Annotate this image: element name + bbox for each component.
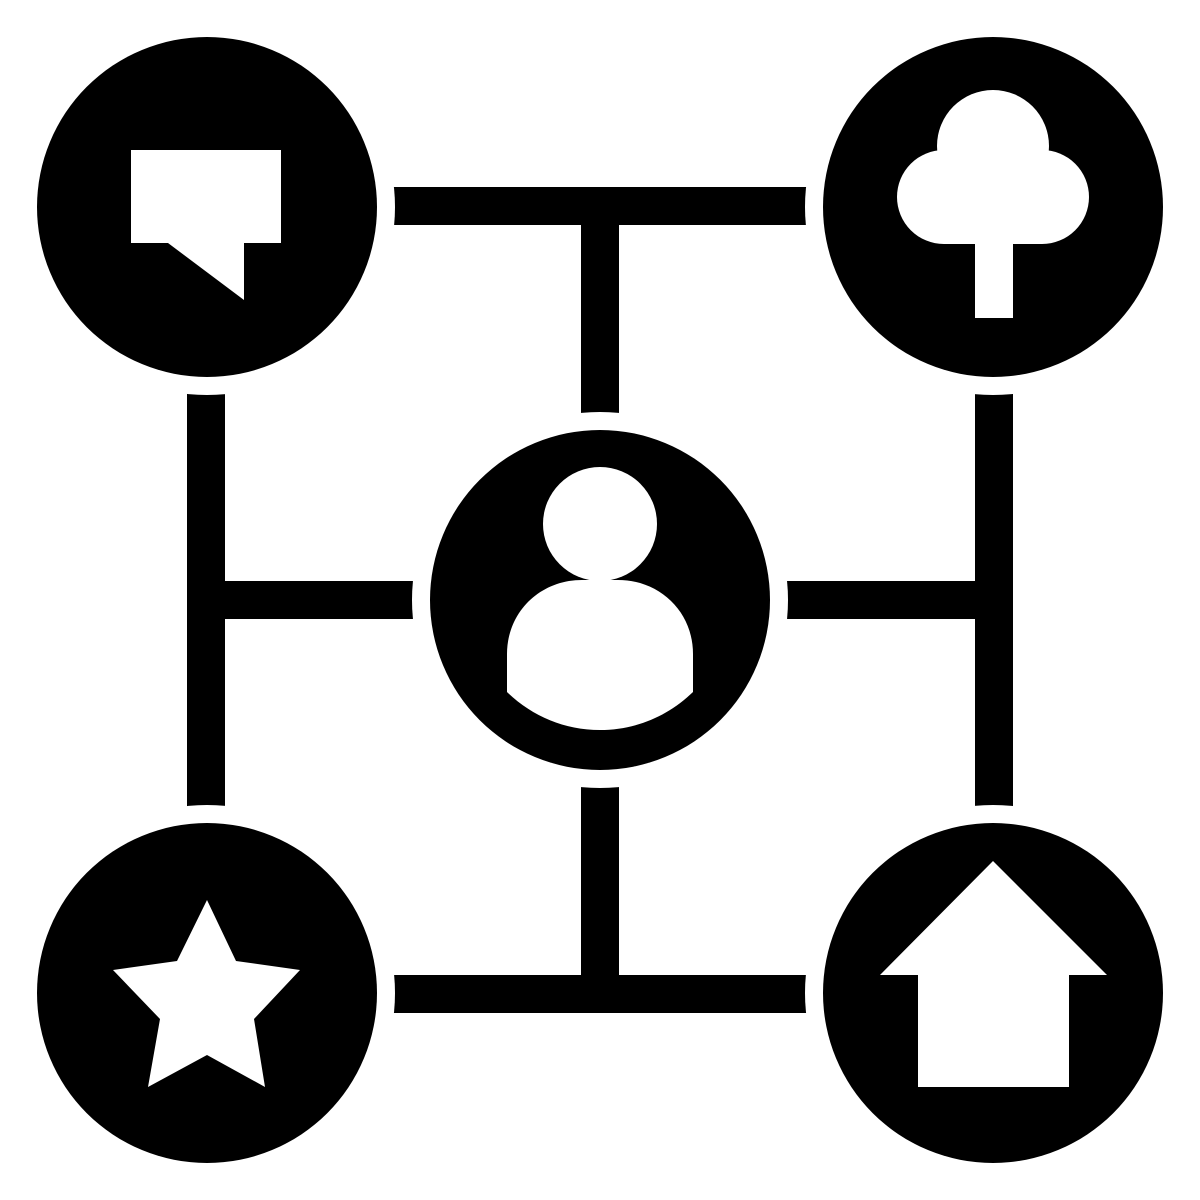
- home-icon: [880, 861, 1107, 1087]
- node-user: [430, 430, 770, 770]
- star-icon: [113, 900, 300, 1087]
- node-chat: [37, 37, 377, 377]
- tree-icon: [897, 90, 1089, 318]
- node-star: [37, 823, 377, 1163]
- chat-bubble-icon: [131, 150, 281, 300]
- user-icon: [507, 467, 693, 730]
- node-tree: [823, 37, 1163, 377]
- node-home: [823, 823, 1163, 1163]
